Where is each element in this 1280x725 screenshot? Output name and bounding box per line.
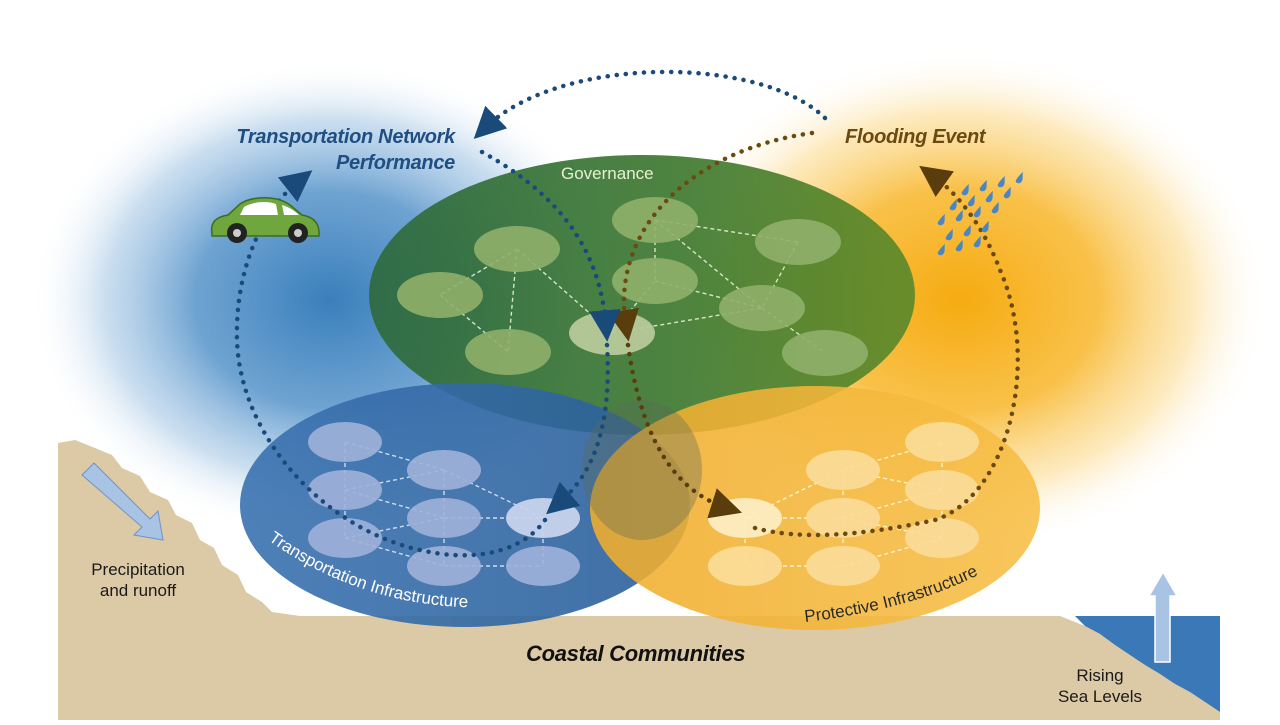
- rain-drop: [949, 199, 957, 211]
- title-transportation-network-performance: Transportation Network Performance: [150, 124, 455, 176]
- arrow-governance-to-transport: [546, 342, 610, 515]
- rain-drop: [1003, 187, 1011, 199]
- title-flooding-event: Flooding Event: [845, 126, 986, 148]
- rain-drop: [937, 214, 945, 226]
- rain-drop: [963, 225, 971, 237]
- arrow-tnp-to-governance: [479, 149, 621, 342]
- label-sea-line1: Rising: [1076, 666, 1124, 685]
- sea-level-arrow-icon: [1147, 570, 1179, 663]
- rain-drop: [973, 206, 981, 218]
- arrow-flood-to-governance: [607, 130, 815, 342]
- label-precipitation-and-runoff: Precipitation and runoff: [68, 559, 208, 601]
- rain-drops-icon: [937, 172, 1023, 256]
- rain-drop: [991, 202, 999, 214]
- overlap-tint: [582, 400, 702, 540]
- transportation-nodes: [308, 422, 580, 586]
- transportation-hub-node: [506, 498, 580, 538]
- rain-drop: [955, 210, 963, 222]
- rain-drop: [945, 229, 953, 241]
- title-tnp-line1: Transportation Network: [236, 126, 455, 148]
- title-tnp-line2: Performance: [336, 152, 455, 174]
- rain-drop: [955, 240, 963, 252]
- protective-nodes: [708, 422, 979, 586]
- label-precip-line2: and runoff: [99, 581, 177, 600]
- governance-hub-node: [569, 311, 655, 355]
- rain-drop: [973, 236, 981, 248]
- arrow-protective-loop: [752, 165, 1020, 538]
- rain-drop: [1015, 172, 1023, 184]
- coastal-land: [58, 440, 1220, 720]
- label-sea-line2: Sea Levels: [1057, 687, 1143, 706]
- governance-nodes: [397, 197, 868, 376]
- label-governance: Governance: [561, 164, 654, 183]
- car-icon: [210, 197, 320, 243]
- rain-drop: [979, 180, 987, 192]
- rain-drop: [997, 176, 1005, 188]
- runoff-arrow-icon: [81, 462, 164, 541]
- rain-drop: [967, 195, 975, 207]
- label-precip-line1: Precipitation: [91, 560, 185, 579]
- arrow-governance-to-protective: [625, 342, 743, 519]
- label-coastal-communities: Coastal Communities: [526, 641, 746, 666]
- flow-arrows: [234, 69, 1020, 558]
- rain-drop: [937, 244, 945, 256]
- sea-water: [1075, 616, 1220, 712]
- rain-drop: [985, 191, 993, 203]
- rain-drop: [981, 221, 989, 233]
- label-rising-sea-levels: Rising Sea Levels: [1050, 665, 1150, 707]
- arrow-top-arc: [473, 69, 828, 139]
- rain-drop: [961, 184, 969, 196]
